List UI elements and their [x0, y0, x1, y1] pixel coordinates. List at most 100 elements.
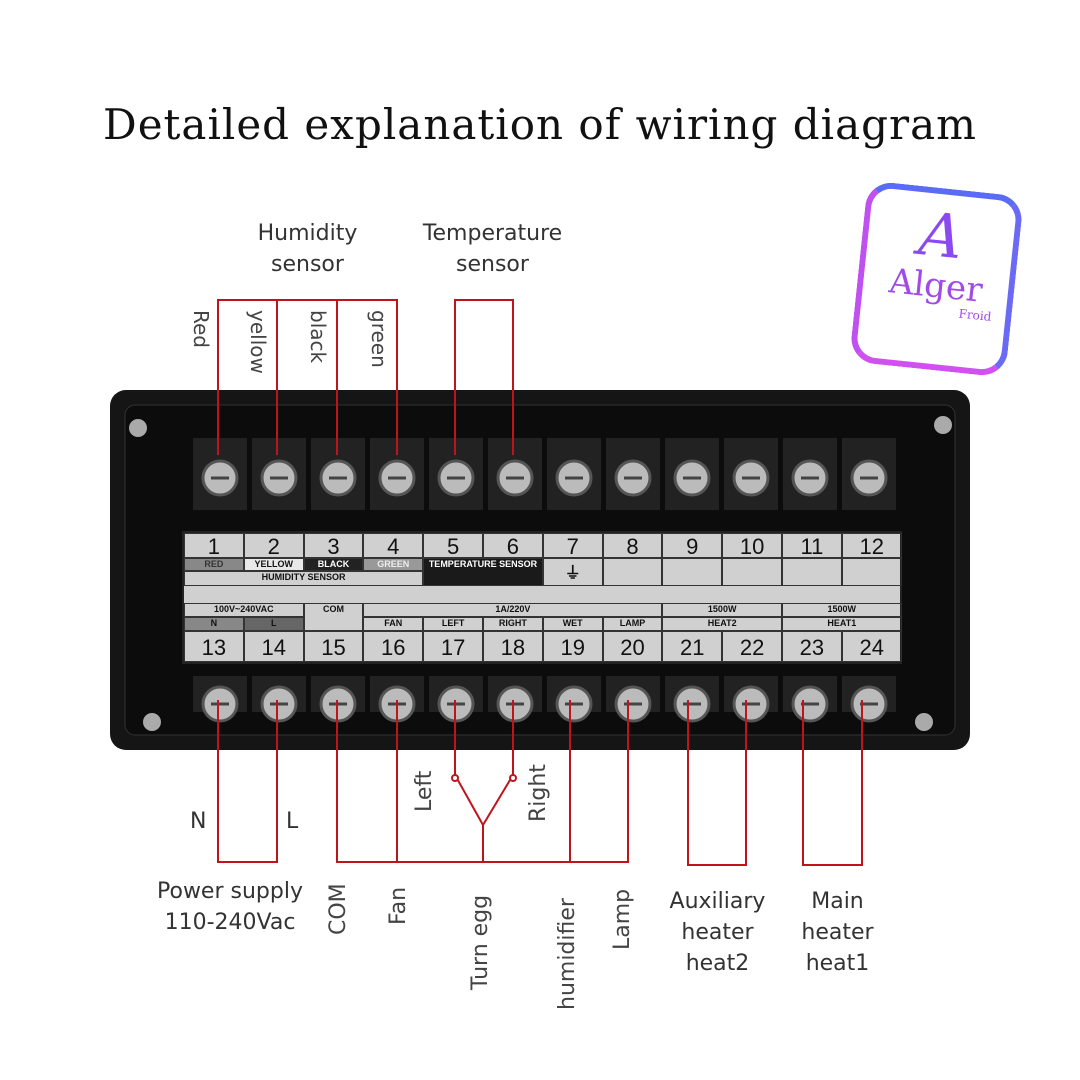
- terminal-screw-bottom-5[interactable]: [429, 676, 483, 723]
- power-line1: Power supply: [157, 879, 303, 904]
- heat2-power: 1500W: [662, 603, 782, 617]
- label-humidifier: humidifier: [555, 898, 580, 1010]
- relay-rating-tag: 1A/220V: [363, 603, 663, 617]
- heat1-tag: HEAT1: [782, 617, 902, 631]
- label-left: Left: [412, 770, 437, 812]
- terminal-number-11: 11: [782, 533, 842, 558]
- relay-tag-right: RIGHT: [483, 617, 543, 631]
- l-tag: L: [243, 617, 304, 631]
- relay-tag-fan: FAN: [363, 617, 424, 631]
- label-n: N: [190, 809, 207, 834]
- voltage-tag: 100V~240VAC: [184, 603, 304, 617]
- screw-icon: [934, 416, 952, 434]
- power-line2: 110-240Vac: [164, 910, 296, 935]
- label-aux-heater: Auxiliary heater heat2: [660, 886, 775, 979]
- terminal-screw-bottom-8[interactable]: [606, 676, 660, 723]
- terminal-screw-top-6[interactable]: [488, 438, 542, 510]
- terminal-screw-top-7[interactable]: [547, 438, 601, 510]
- terminal-screw-top-8[interactable]: [606, 438, 660, 510]
- wire-label-red: Red: [189, 310, 213, 348]
- blank-cell: [782, 558, 842, 586]
- terminal-number-23: 23: [782, 631, 842, 662]
- terminal-screw-bottom-12[interactable]: [842, 676, 896, 723]
- terminal-screw-top-10[interactable]: [724, 438, 778, 510]
- terminal-number-15: 15: [303, 631, 364, 662]
- terminal-screw-top-9[interactable]: [665, 438, 719, 510]
- ground-icon: ⏚: [542, 558, 603, 586]
- n-tag: N: [184, 617, 244, 631]
- terminal-number-5: 5: [423, 533, 483, 558]
- terminal-number-18: 18: [483, 631, 543, 662]
- terminal-number-22: 22: [722, 631, 782, 662]
- main-line1: Main: [811, 889, 864, 914]
- terminal-screw-top-12[interactable]: [842, 438, 896, 510]
- temperature-sensor-tag: TEMPERATURE SENSOR: [423, 558, 543, 586]
- terminal-screw-top-11[interactable]: [783, 438, 837, 510]
- wires: [217, 299, 863, 866]
- temperature-sensor-label: Temperature sensor: [422, 221, 563, 277]
- terminal-screw-bottom-7[interactable]: [547, 676, 601, 723]
- main-line3: heat1: [805, 951, 870, 976]
- label-fan: Fan: [386, 886, 411, 925]
- heat2-tag: HEAT2: [662, 617, 782, 631]
- terminal-number-2: 2: [243, 533, 304, 558]
- label-com: COM: [326, 883, 351, 935]
- color-label-black: BLACK: [303, 558, 364, 571]
- terminal-number-3: 3: [303, 533, 364, 558]
- terminal-screw-top-1[interactable]: [193, 438, 247, 510]
- label-right: Right: [526, 764, 551, 822]
- terminal-screw-bottom-1[interactable]: [193, 676, 247, 723]
- aux-line2: heater: [681, 920, 754, 945]
- wire-label-yellow: yellow: [246, 310, 270, 374]
- terminal-number-13: 13: [184, 631, 244, 662]
- relay-tag-wet: WET: [542, 617, 603, 631]
- terminal-screw-top-3[interactable]: [311, 438, 365, 510]
- terminal-number-9: 9: [662, 533, 723, 558]
- terminal-number-7: 7: [542, 533, 603, 558]
- heat1-power: 1500W: [782, 603, 902, 617]
- terminal-number-4: 4: [363, 533, 424, 558]
- screw-icon: [915, 713, 933, 731]
- label-main-heater: Main heater heat1: [780, 886, 895, 979]
- terminal-number-14: 14: [243, 631, 304, 662]
- main-line2: heater: [801, 920, 874, 945]
- terminal-number-21: 21: [662, 631, 723, 662]
- label-lamp: Lamp: [610, 888, 635, 950]
- label-power-supply: Power supply 110-240Vac: [140, 876, 320, 938]
- humidity-sensor-tag: HUMIDITY SENSOR: [184, 571, 424, 586]
- color-label-yellow: YELLOW: [243, 558, 304, 571]
- aux-line1: Auxiliary: [669, 889, 766, 914]
- terminal-number-20: 20: [602, 631, 663, 662]
- terminal-screw-bottom-6[interactable]: [488, 676, 542, 723]
- terminal-number-10: 10: [722, 533, 782, 558]
- wire-label-black: black: [306, 310, 330, 364]
- terminal-screw-bottom-2[interactable]: [252, 676, 306, 723]
- relay-tag-left: LEFT: [423, 617, 483, 631]
- terminal-screw-top-2[interactable]: [252, 438, 306, 510]
- terminal-number-12: 12: [841, 533, 902, 558]
- terminal-number-24: 24: [841, 631, 902, 662]
- terminal-number-17: 17: [423, 631, 483, 662]
- aux-line3: heat2: [685, 951, 750, 976]
- terminal-number-16: 16: [363, 631, 424, 662]
- terminal-screw-bottom-9[interactable]: [665, 676, 719, 723]
- humidity-sensor-label: Humidity sensor: [257, 221, 358, 277]
- blank-cell: [722, 558, 782, 586]
- blank-cell: [662, 558, 723, 586]
- terminal-number-19: 19: [542, 631, 603, 662]
- terminal-number-8: 8: [602, 533, 663, 558]
- label-turn-egg: Turn egg: [468, 894, 493, 990]
- terminal-number-6: 6: [483, 533, 543, 558]
- screw-icon: [129, 419, 147, 437]
- wire-label-green: green: [367, 310, 391, 368]
- blank-cell: [602, 558, 663, 586]
- terminal-screw-bottom-10[interactable]: [724, 676, 778, 723]
- label-l: L: [286, 809, 299, 834]
- blank-cell: [841, 558, 902, 586]
- terminal-number-1: 1: [184, 533, 244, 558]
- page-title: Detailed explanation of wiring diagram: [103, 100, 977, 149]
- terminal-screw-bottom-11[interactable]: [783, 676, 837, 723]
- screw-icon: [143, 713, 161, 731]
